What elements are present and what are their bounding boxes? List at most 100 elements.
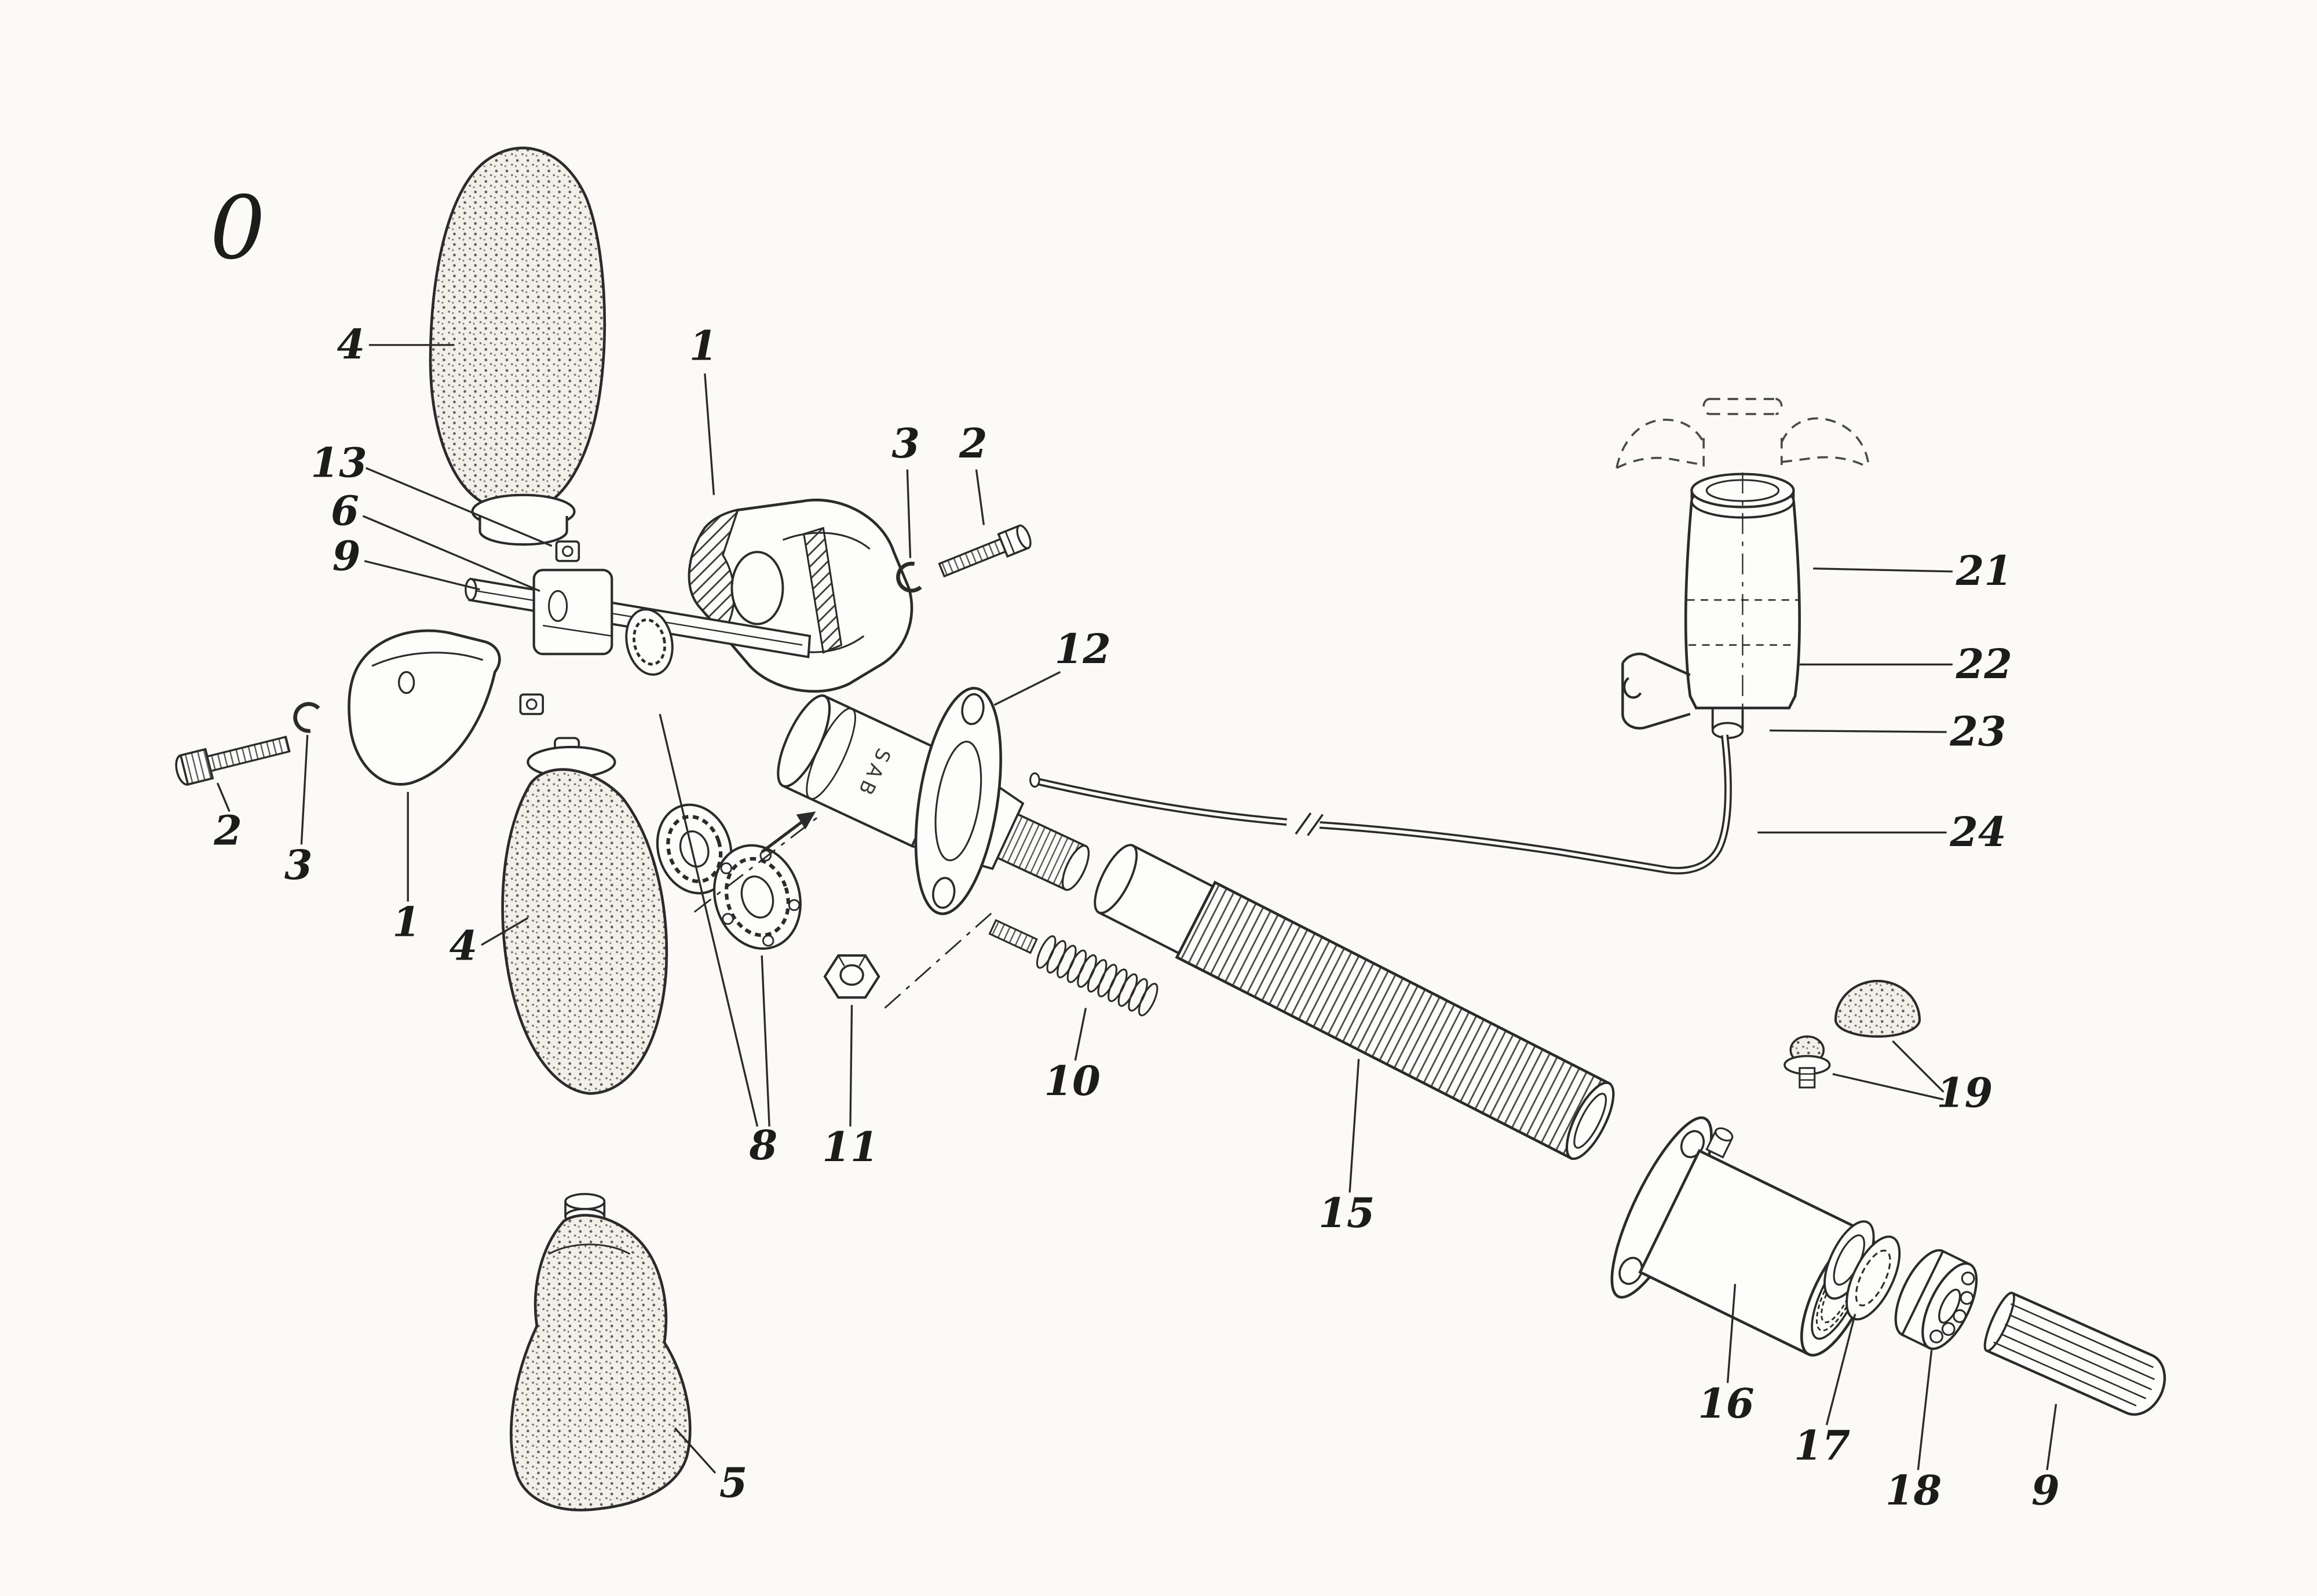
leader-line-23 [1770,729,1947,733]
knob-upper-base [478,516,568,546]
bearing-roller [1961,1271,1975,1286]
hex-nut-hole [839,964,864,986]
lock-washer-large-teeth [724,856,791,938]
hex-nut-body [823,954,880,999]
knob-lower-body [501,768,668,1095]
splined-pin [1983,1291,2166,1416]
leader-line-15 [1348,1059,1360,1193]
bearing-roller [1929,1329,1943,1344]
pivot-stud [1784,1035,1831,1089]
leader-line-1-upper [704,373,715,495]
leader-line-13 [366,467,553,547]
bolt-upper [938,524,1032,578]
grip-cover [510,1193,692,1511]
square-nut-upper-hole [562,546,573,557]
spring-coil [1066,949,1087,983]
lock-washer-large [712,844,802,950]
part-label-22: 22 [1956,640,2012,688]
part-label-2-lower: 2 [213,807,242,854]
housing-stud-top [1715,1127,1734,1142]
control-rod-end [465,578,477,601]
shift-tube-thread-end [1061,844,1090,891]
clamp-housing-cutaway [688,499,913,693]
clamp-block-body [532,569,613,656]
part-label-24: 24 [1949,808,2006,856]
reservoir-bracket-top [1621,652,1691,676]
reservoir [1684,472,1801,723]
ghost-clamp-cap [1702,398,1783,415]
leader-line-11 [849,1005,853,1127]
fluid-pipe-break-marks [1295,812,1324,836]
part-label-11: 11 [822,1123,878,1171]
spring-coil [1087,959,1108,993]
part-label-6: 6 [331,488,359,535]
reservoir-spigot [1711,708,1744,740]
lock-washer-small [656,803,733,895]
circlip-lower [293,702,320,733]
leader-line-12 [993,671,1061,706]
bolt-upper-head-face [1016,524,1032,550]
spring-coil [1117,973,1138,1007]
circlip-lower-ring [293,702,320,733]
grip-cover-shoulder-line [548,1243,631,1255]
leader-line-19 [1832,1072,1944,1101]
lock-washer-large-rim-hole [788,899,801,912]
serrated-washer-rod [625,608,674,676]
leader-line-9-upper [364,560,480,591]
pivot-stud-stem [1799,1067,1816,1089]
leader-line-3-upper [906,469,912,558]
spring-coil [1046,940,1066,974]
part-label-2-upper: 2 [959,420,988,467]
splined-pin-flutes [1993,1303,2155,1407]
part-label-13: 13 [310,440,367,487]
part-label-1-lower: 1 [392,898,421,946]
hex-nut [823,954,880,999]
part-label-3-lower: 3 [284,841,313,889]
mounting-flange-hole-bottom [932,877,956,909]
dome-cap-body [1834,980,1921,1038]
leader-line-19 [1892,1040,1945,1093]
knob-upper-body [429,147,606,508]
circlip-upper-ring [896,561,922,593]
conduit-end-face [1565,1081,1615,1161]
bearing-roller [1960,1291,1974,1305]
part-label-21: 21 [1956,547,2012,595]
spring-coil [1108,968,1128,1002]
spring-coil [1057,945,1077,979]
square-nut-upper-body [555,540,580,562]
part-label-9-upper: 9 [332,532,361,580]
part-label-12: 12 [1055,625,1111,673]
spring [1036,935,1158,1016]
mounting-flange-plate [914,687,1002,916]
dome-cap [1834,980,1921,1038]
fluid-pipe-left-core [1037,779,1287,824]
reservoir-bracket-hook [1623,677,1642,699]
lock-washer-large-rim-hole [762,935,774,947]
lock-washer-large-hole [740,875,774,919]
square-nut-lower [519,693,544,715]
shell-half-lower [348,629,501,786]
part-label-1-upper: 1 [689,323,718,370]
leader-line-17 [1825,1313,1856,1426]
bearing-roller [1941,1322,1956,1336]
housing-flange-hole-bottom [1618,1257,1643,1285]
spring-coil [1077,954,1097,988]
mounting-flange-hub [934,741,982,862]
fluid-pipe-left-outline [1037,778,1287,826]
leader-lines-layer [216,344,2057,1474]
part-label-19: 19 [1936,1070,1993,1117]
leader-line-4-lower [481,917,529,946]
reservoir-bracket-arm [1621,662,1691,730]
leader-line-21 [1813,568,1953,573]
part-label-9-lower: 9 [2031,1467,2060,1514]
bolt-lower-shank [206,735,291,773]
pivot-stud-stem-threads [1799,1073,1815,1081]
fluid-pipe [1029,734,1732,874]
fluid-pipe-right-core [1320,734,1730,873]
shell-half-inner-edge [371,651,484,667]
spring-coil [1097,964,1117,998]
lock-washer-small-hole [679,830,710,868]
mounting-flange [914,687,1002,916]
part-label-4-lower: 4 [449,923,478,970]
